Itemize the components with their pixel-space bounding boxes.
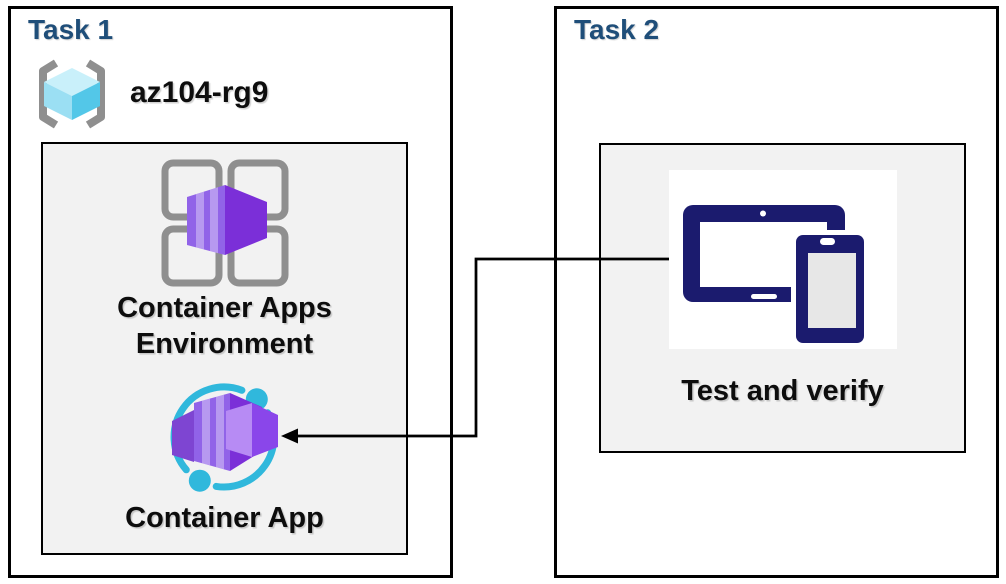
task1-inner-box: Container Apps Environment Container App <box>41 142 408 555</box>
test-and-verify-label: Test and verify <box>681 375 884 407</box>
task2-title: Task 2 <box>574 14 660 45</box>
task2-box: Task 2 Test and verify <box>554 6 999 578</box>
container-app-label: Container App <box>125 502 324 534</box>
container-app-icon <box>170 383 278 492</box>
resource-group-name: az104-rg9 <box>130 76 269 109</box>
container-apps-environment-label: Container Apps Environment <box>117 292 332 360</box>
task1-box: Task 1 az104-rg9 Containe <box>8 6 453 578</box>
task2-inner-box: Test and verify <box>599 143 966 453</box>
task1-title: Task 1 <box>28 14 114 45</box>
devices-icon-frame <box>669 170 897 349</box>
container-apps-environment-icon <box>161 159 289 287</box>
devices-icon <box>683 205 869 348</box>
resource-group-icon <box>39 59 105 129</box>
